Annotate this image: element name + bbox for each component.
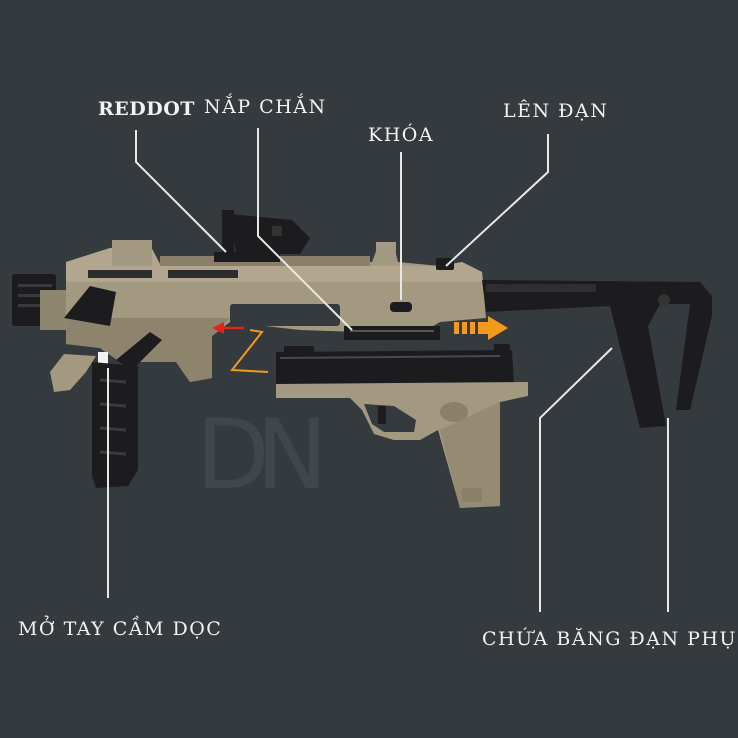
vertical-foregrip	[50, 332, 162, 488]
label-nap-chan: NẮP CHẮN	[204, 96, 327, 118]
leader-reddot	[135, 130, 227, 253]
pistol	[276, 344, 528, 508]
folding-stock	[482, 280, 712, 428]
charging-handle	[436, 258, 454, 270]
label-mo-tay-cam-doc: MỞ TAY CẦM DỌC	[18, 618, 223, 640]
orange-arrow	[454, 316, 508, 340]
reddot-sight	[214, 210, 310, 262]
leader-lines	[107, 128, 669, 612]
carbine-kit	[12, 210, 712, 488]
watermark: DN	[196, 399, 319, 511]
leader-nap-chan	[257, 128, 353, 331]
leader-bang-dan-1	[539, 347, 613, 612]
zigzag-path	[230, 329, 269, 373]
leader-len-dan	[445, 134, 549, 267]
label-khoa: KHÓA	[368, 124, 435, 146]
pistol-slide	[276, 350, 514, 386]
label-chua-bang-dan-phu: CHỨA BĂNG ĐẠN PHỤ	[482, 628, 737, 650]
label-len-dan: LÊN ĐẠN	[503, 100, 609, 122]
label-reddot: REDDOT	[98, 98, 195, 120]
lock-button	[390, 302, 412, 312]
